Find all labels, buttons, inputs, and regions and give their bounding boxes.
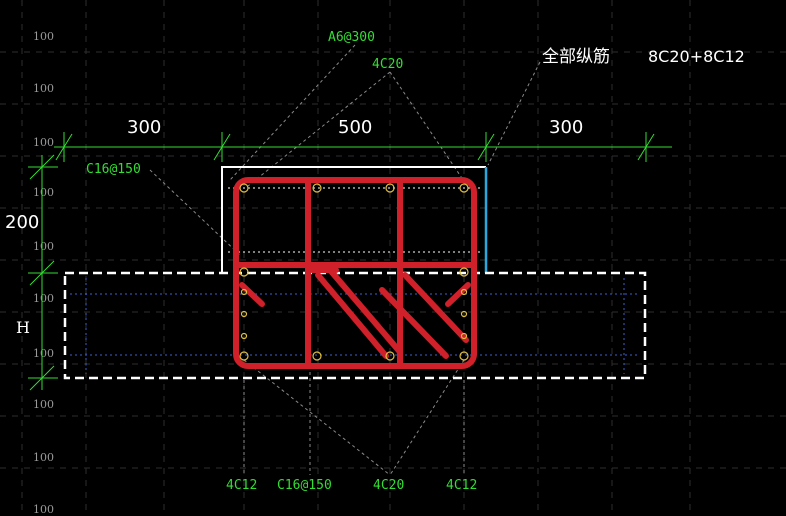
rebar-stirrups [233, 177, 477, 369]
label-4c20-top: 4C20 [372, 57, 403, 72]
dim-right-width: 300 [549, 117, 583, 138]
grid-label-2: 100 [33, 82, 54, 95]
grid-label-8: 100 [33, 398, 54, 411]
label-4c12-right: 4C12 [446, 478, 477, 493]
dim-bottom-height: H [16, 318, 30, 337]
grid-label-6: 100 [33, 292, 54, 305]
dimension-lines [28, 132, 672, 391]
grid-label-9: 100 [33, 451, 54, 464]
dim-middle-width: 500 [338, 117, 372, 138]
grid-label-4: 100 [33, 186, 54, 199]
longitudinal-bars [239, 183, 469, 361]
grid-label-1: 100 [33, 30, 54, 43]
label-4c20-bottom: 4C20 [373, 478, 404, 493]
grid-label-10: 100 [33, 503, 54, 516]
grid-row-labels: 100 100 100 100 100 100 100 100 100 100 [33, 30, 54, 516]
dim-top-height: 200 [5, 212, 39, 233]
label-4c12-left: 4C12 [226, 478, 257, 493]
label-all-longitudinal: 全部纵筋 [542, 47, 610, 67]
grid-label-7: 100 [33, 347, 54, 360]
label-a6-stirrup: A6@300 [328, 30, 375, 45]
label-c16-bottom: C16@150 [277, 478, 332, 493]
dim-left-width: 300 [127, 117, 161, 138]
label-all-longitudinal-value: 8C20+8C12 [648, 47, 745, 66]
label-c16-left: C16@150 [86, 162, 141, 177]
section-outline [63, 166, 647, 380]
grid-label-3: 100 [33, 136, 54, 149]
grid-label-5: 100 [33, 240, 54, 253]
